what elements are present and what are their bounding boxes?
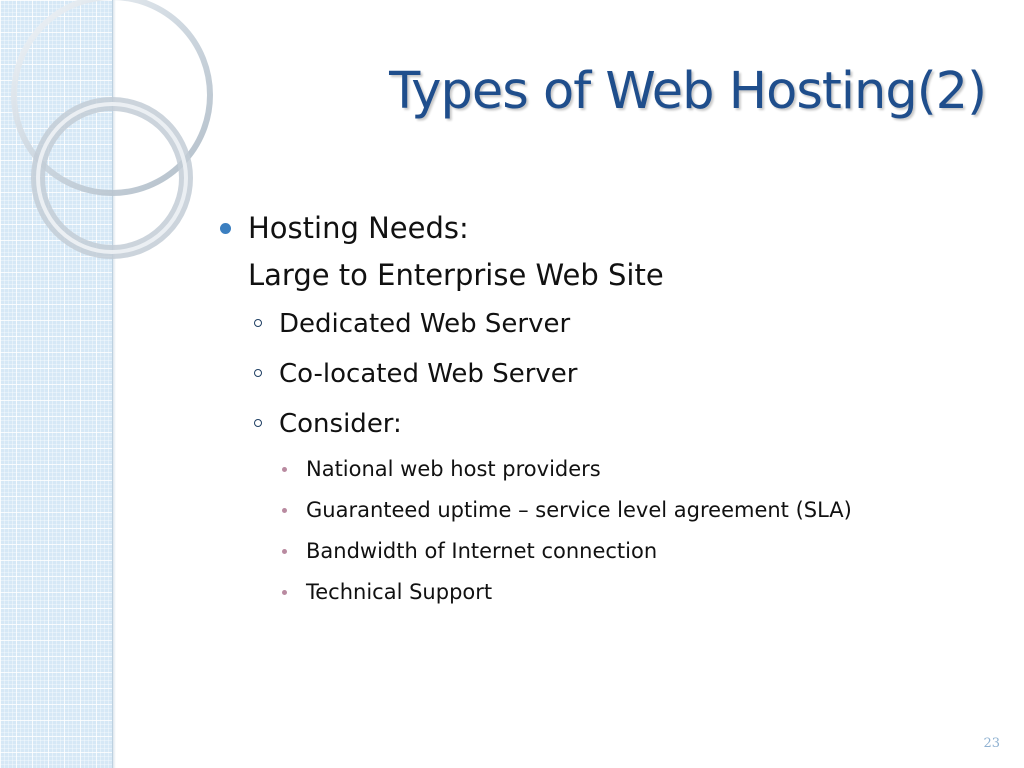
hollow-circle-bullet-icon (254, 419, 262, 427)
sub-bullet-text: Consider: (279, 409, 402, 439)
bullet-hosting-needs: Hosting Needs: Large to Enterprise Web S… (218, 205, 998, 299)
bullet-dot-icon (220, 223, 231, 234)
sub-bullet-consider: Consider: (218, 399, 998, 449)
consider-item-text: Technical Support (306, 580, 493, 604)
consider-item-uptime: Guaranteed uptime – service level agreem… (218, 490, 998, 531)
consider-item-text: National web host providers (306, 457, 601, 481)
page-number: 23 (983, 736, 1000, 751)
sub-bullet-text: Dedicated Web Server (279, 309, 571, 339)
small-dot-bullet-icon (282, 508, 287, 513)
hollow-circle-bullet-icon (254, 319, 262, 327)
consider-item-bandwidth: Bandwidth of Internet connection (218, 531, 998, 572)
small-dot-bullet-icon (282, 549, 287, 554)
slide-title: Types of Web Hosting(2) (389, 62, 987, 121)
small-dot-bullet-icon (282, 467, 287, 472)
bullet-text-line1: Hosting Needs: (248, 211, 469, 245)
sub-bullet-colocated: Co-located Web Server (218, 349, 998, 399)
sub-bullet-text: Co-located Web Server (279, 359, 578, 389)
decorative-rings (11, 0, 213, 259)
consider-item-support: Technical Support (218, 572, 998, 613)
consider-item-text: Bandwidth of Internet connection (306, 539, 658, 563)
consider-item-text: Guaranteed uptime – service level agreem… (306, 498, 852, 522)
bullet-text-line2: Large to Enterprise Web Site (248, 258, 664, 292)
sub-bullet-dedicated: Dedicated Web Server (218, 299, 998, 349)
consider-item-national: National web host providers (218, 449, 998, 490)
hollow-circle-bullet-icon (254, 369, 262, 377)
slide-content: Hosting Needs: Large to Enterprise Web S… (218, 205, 998, 613)
small-dot-bullet-icon (282, 590, 287, 595)
